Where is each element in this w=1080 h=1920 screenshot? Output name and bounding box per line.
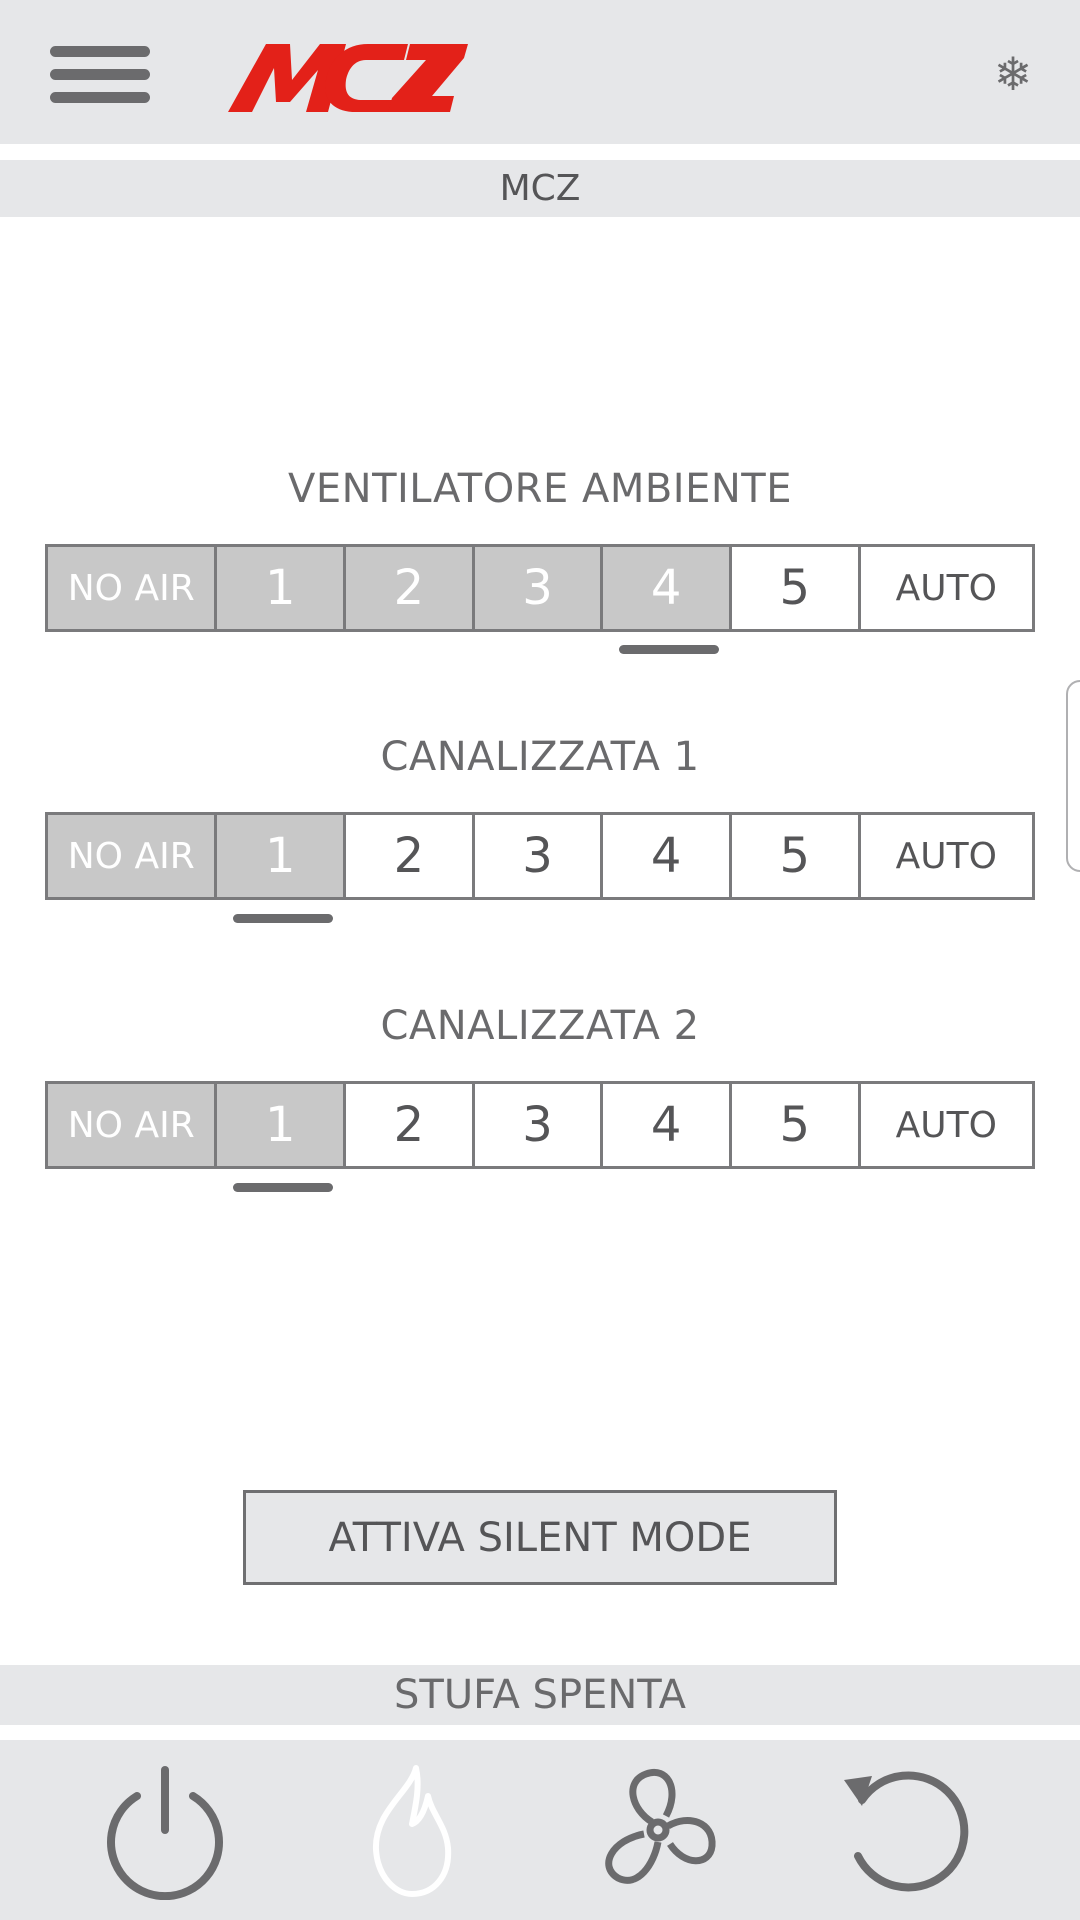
option-no-air[interactable]: NO AIR [48, 547, 218, 629]
section-title-ventilatore: VENTILATORE AMBIENTE [288, 466, 792, 512]
power-icon[interactable] [95, 1760, 235, 1900]
option-3[interactable]: 3 [474, 547, 604, 629]
fan-icon[interactable] [588, 1760, 728, 1900]
option-2[interactable]: 2 [346, 815, 475, 897]
option-1[interactable]: 1 [217, 815, 347, 897]
option-auto[interactable]: AUTO [860, 815, 1032, 897]
option-4[interactable]: 4 [603, 547, 732, 629]
option-1[interactable]: 1 [217, 547, 347, 629]
section-title-canalizzata-2: CANALIZZATA 2 [380, 1003, 700, 1049]
app-header: ❄ [0, 0, 1080, 144]
stove-status: STUFA SPENTA [394, 1672, 686, 1718]
option-3[interactable]: 3 [474, 815, 604, 897]
section-title-canalizzata-1: CANALIZZATA 1 [380, 734, 700, 780]
snowflake-icon[interactable]: ❄ [993, 47, 1033, 101]
side-drawer-handle[interactable] [1066, 680, 1080, 872]
hamburger-menu-icon[interactable] [50, 46, 150, 104]
device-name-bar: MCZ [0, 160, 1080, 217]
mcz-logo [228, 44, 468, 112]
selected-indicator [619, 645, 719, 654]
option-5[interactable]: 5 [731, 1084, 861, 1166]
fan-selector-canalizzata-1: NO AIR 1 2 3 4 5 AUTO [45, 812, 1035, 900]
option-5[interactable]: 5 [731, 815, 861, 897]
selected-indicator [233, 914, 333, 923]
bottom-nav [0, 1740, 1080, 1920]
selected-indicator [233, 1183, 333, 1192]
option-2[interactable]: 2 [346, 1084, 475, 1166]
silent-mode-button[interactable]: ATTIVA SILENT MODE [243, 1490, 837, 1585]
option-no-air[interactable]: NO AIR [48, 1084, 218, 1166]
stove-status-bar: STUFA SPENTA [0, 1665, 1080, 1725]
option-2[interactable]: 2 [346, 547, 475, 629]
fan-selector-ventilatore: NO AIR 1 2 3 4 5 AUTO [45, 544, 1035, 632]
option-3[interactable]: 3 [474, 1084, 604, 1166]
flame-icon[interactable] [340, 1760, 480, 1900]
option-no-air[interactable]: NO AIR [48, 815, 218, 897]
option-auto[interactable]: AUTO [860, 547, 1032, 629]
option-5[interactable]: 5 [731, 547, 861, 629]
device-name: MCZ [499, 168, 581, 209]
refresh-icon[interactable] [832, 1760, 972, 1900]
option-4[interactable]: 4 [603, 1084, 732, 1166]
fan-selector-canalizzata-2: NO AIR 1 2 3 4 5 AUTO [45, 1081, 1035, 1169]
option-1[interactable]: 1 [217, 1084, 347, 1166]
option-auto[interactable]: AUTO [860, 1084, 1032, 1166]
option-4[interactable]: 4 [603, 815, 732, 897]
